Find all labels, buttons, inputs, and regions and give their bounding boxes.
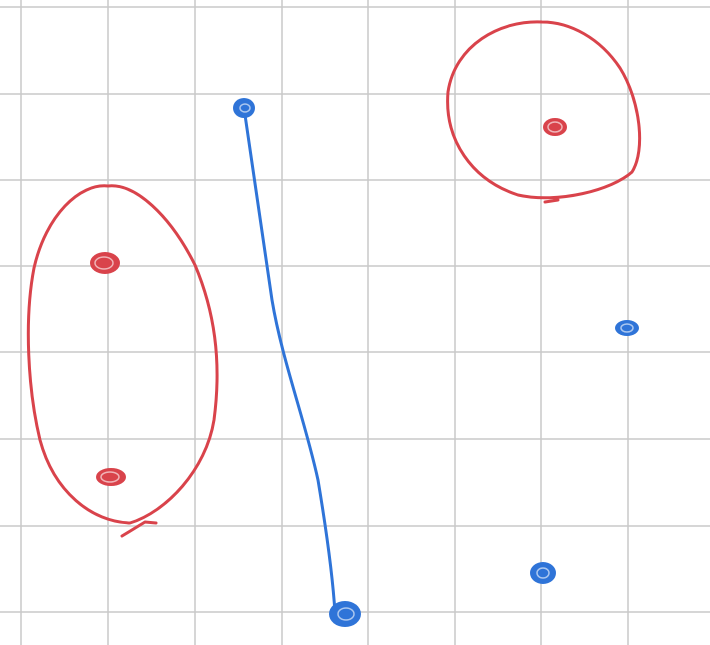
red-dot — [90, 252, 120, 274]
blue-dot — [530, 562, 556, 584]
red-dot — [96, 468, 126, 486]
red-loop-right — [446, 20, 642, 204]
red-dot — [543, 118, 567, 136]
blue-dot — [233, 98, 255, 118]
blue-dot — [615, 320, 639, 336]
blue-line — [242, 106, 337, 615]
red-loop-left — [26, 184, 219, 538]
blue-dot — [329, 601, 361, 627]
